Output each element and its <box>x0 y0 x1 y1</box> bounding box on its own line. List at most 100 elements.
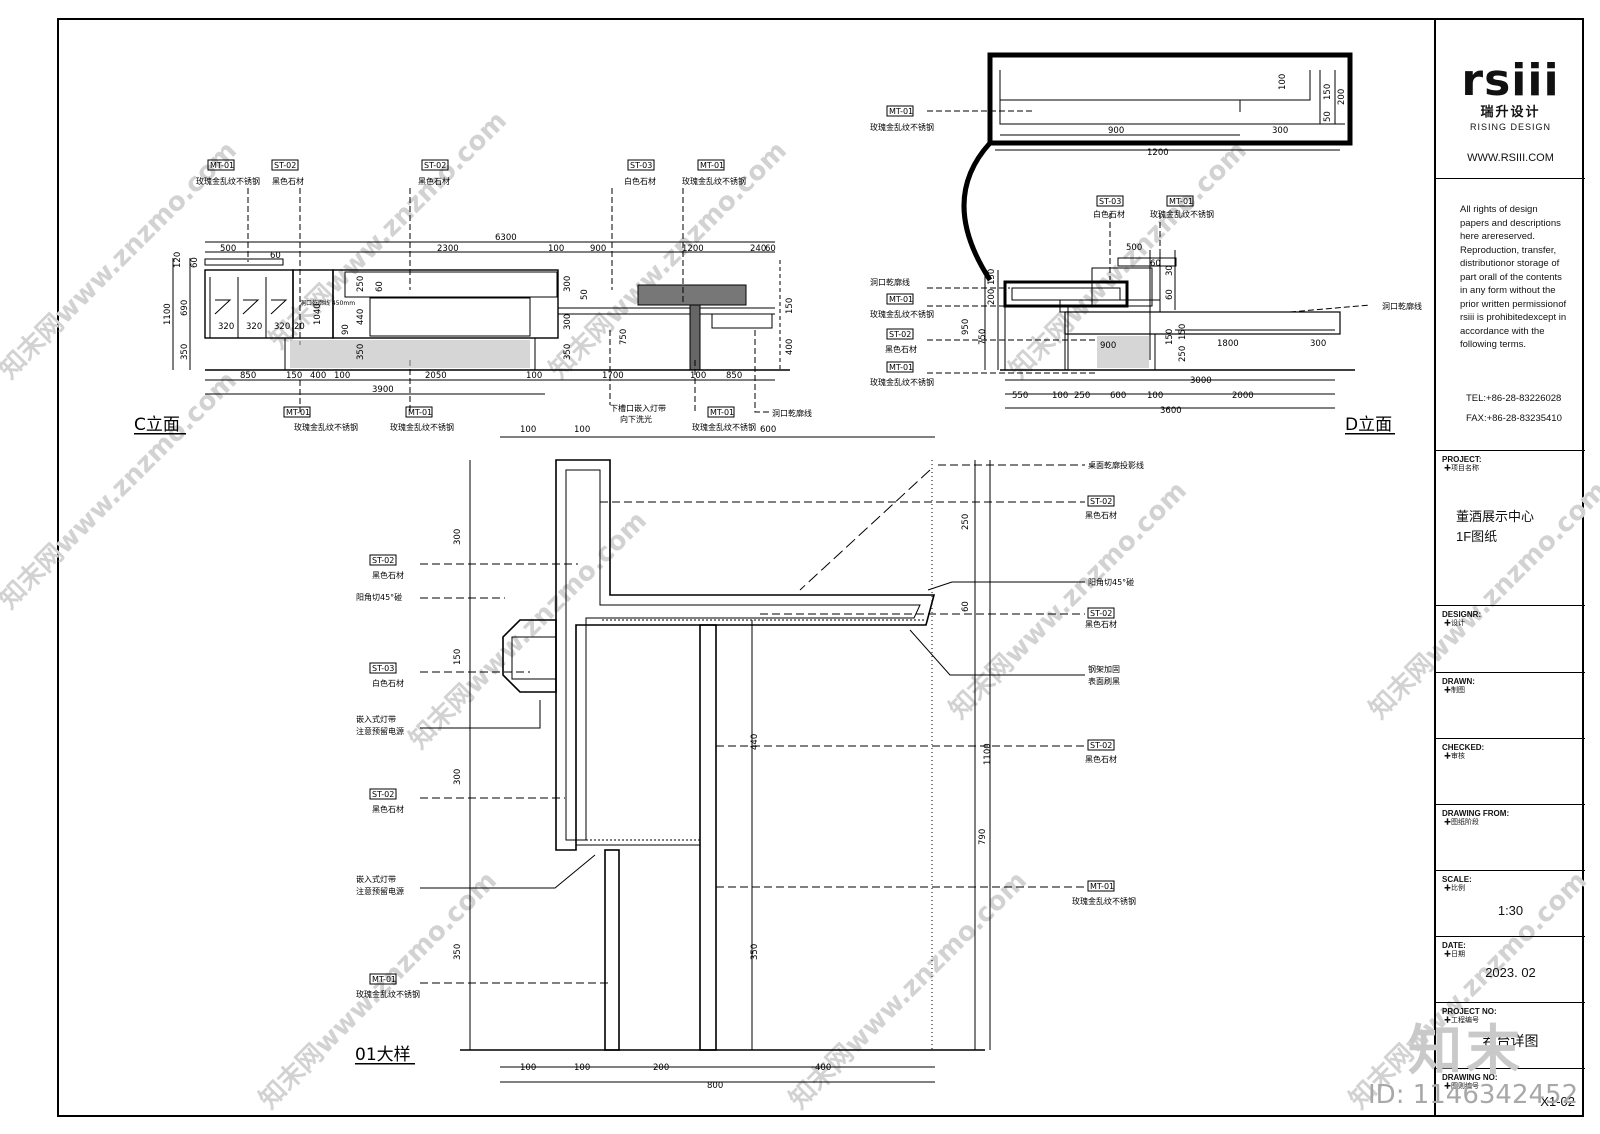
callout-code: MT-01 <box>710 408 734 417</box>
callout-code: MT-01 <box>372 975 396 984</box>
callout-text: 黑色石材 <box>1085 619 1117 629</box>
dim-text: 900 <box>1100 341 1116 351</box>
dim-text: 350 <box>180 344 190 360</box>
dim-text: 240 <box>750 244 766 254</box>
watermark-diag: 知末网www.znzmo.com <box>404 506 653 755</box>
dim-text: 320 <box>246 322 262 332</box>
dim-text: 350 <box>453 944 463 960</box>
title-block: rsiii 瑞升设计 RISING DESIGN WWW.RSIII.COM A… <box>1434 19 1585 1116</box>
rights-text: All rights of design papers and descript… <box>1460 204 1567 350</box>
watermark-diag: 知末网www.znzmo.com <box>544 136 793 385</box>
dim-text: 2300 <box>437 244 459 254</box>
dim-text: 200 <box>653 1063 669 1073</box>
project-cell: PROJECT: ✚项目名称 董酒展示中心 1F图纸 <box>1436 451 1585 606</box>
callout-text: 白色石材 <box>624 176 656 186</box>
callout-text: 黑色石材 <box>1085 510 1117 520</box>
callout-code: MT-01 <box>889 363 913 372</box>
callout-text: 黑色石材 <box>372 570 404 580</box>
d-elevation: D立面 900 300 1200 100 150 200 50 550 100 … <box>870 52 1422 435</box>
dim-text: 300 <box>563 276 573 292</box>
callout-code: MT-01 <box>889 295 913 304</box>
dim-text: 850 <box>240 371 256 381</box>
dim-text: 100 <box>520 1063 536 1073</box>
project-no-sub: ✚工程编号 <box>1444 1017 1479 1024</box>
dim-text: 500 <box>220 244 236 254</box>
tel: TEL:+86-28-83226028 <box>1466 393 1562 404</box>
dim-text: 100 <box>690 371 706 381</box>
callout-code: MT-01 <box>1169 197 1193 206</box>
diagonal-watermarks: 知末网www.znzmo.com 知末网www.znzmo.com 知末网www… <box>0 106 1600 1115</box>
dim-text: 90 <box>341 324 351 335</box>
dim-text: 1200 <box>682 244 704 254</box>
contact-info: TEL:+86-28-83226028 FAX:+86-28-83235410 <box>1466 389 1562 429</box>
dim-text: 300 <box>1310 339 1326 349</box>
dim-text: 250 <box>1178 346 1188 362</box>
dim-text: 3900 <box>372 385 394 395</box>
callout-text: 玫瑰金乱纹不锈钢 <box>356 989 420 999</box>
watermark-diag: 知末网www.znzmo.com <box>264 106 513 355</box>
callout-code: ST-02 <box>1090 497 1112 506</box>
callout-text: 玫瑰金乱纹不锈钢 <box>870 122 934 132</box>
dim-text: 300 <box>563 314 573 330</box>
dim-text: 100 <box>334 371 350 381</box>
callout-text: 钢架加固 <box>1088 664 1120 674</box>
callout-text: 黑色石材 <box>1085 754 1117 764</box>
dim-text: 350 <box>563 344 573 360</box>
callout-text: 黑色石材 <box>418 176 450 186</box>
drawing-from-sub: ✚图纸阶段 <box>1444 819 1479 826</box>
callout-code: ST-02 <box>1090 609 1112 618</box>
dim-text: 1200 <box>1147 148 1169 158</box>
callout-text: 玫瑰金乱纹不锈钢 <box>1150 209 1214 219</box>
callout-text: 注意预留电源 <box>356 726 404 736</box>
dim-text: 500 <box>1126 243 1142 253</box>
dim-text: 2050 <box>425 371 447 381</box>
designer-sub: ✚设计 <box>1444 620 1465 627</box>
dim-text: 100 <box>574 425 590 435</box>
dim-text: 100 <box>1052 391 1068 401</box>
dim-text: 600 <box>760 425 776 435</box>
callout-text: 嵌入式灯带 <box>356 874 396 884</box>
logo-block: rsiii 瑞升设计 RISING DESIGN WWW.RSIII.COM <box>1436 19 1585 179</box>
project-name-2: 1F图纸 <box>1456 529 1498 544</box>
callout-code: ST-02 <box>1090 741 1112 750</box>
brand-en: RISING DESIGN <box>1469 122 1551 132</box>
d-elevation-dims: 900 300 1200 100 150 200 50 550 100 250 … <box>961 74 1347 416</box>
dim-text: 3000 <box>1190 376 1212 386</box>
dim-text: 550 <box>1012 391 1028 401</box>
dim-text: 1100 <box>983 743 993 765</box>
checked-label: CHECKED: <box>1442 743 1485 752</box>
dim-text: 250 <box>356 276 366 292</box>
project-label: PROJECT: <box>1442 455 1482 464</box>
callout-text: 玫瑰金乱纹不锈钢 <box>196 176 260 186</box>
c-elevation-dims: 6300 500 60 2300 100 900 1200 240 60 850… <box>163 233 795 395</box>
c-elevation: C立面 6300 500 60 2300 100 900 1200 240 60… <box>134 159 812 435</box>
fax: FAX:+86-28-83235410 <box>1466 413 1562 424</box>
dim-text: 150 <box>453 649 463 665</box>
callout-text: 向下洗光 <box>620 414 652 424</box>
designer-cell: DESIGNR: ✚设计 <box>1436 606 1585 673</box>
project-name-1: 董酒展示中心 <box>1456 509 1535 524</box>
dim-text: 400 <box>310 371 326 381</box>
callout-code: ST-02 <box>274 161 296 170</box>
designer-label: DESIGNR: <box>1442 610 1482 619</box>
dim-text: 1040 <box>313 303 323 325</box>
watermark-logo: 知末 <box>1408 1019 1524 1082</box>
callout-text: 黑色石材 <box>372 804 404 814</box>
callout-text: 玫瑰金乱纹不锈钢 <box>390 422 454 432</box>
dim-text: 440 <box>356 309 366 325</box>
rights-block: All rights of design papers and descript… <box>1436 179 1585 451</box>
dim-text: 100 <box>574 1063 590 1073</box>
dim-text: 20 <box>294 322 305 332</box>
dim-text: 690 <box>180 300 190 316</box>
dim-text: 1800 <box>1217 339 1239 349</box>
c-elevation-title: C立面 <box>134 415 180 435</box>
scale-value: 1:30 <box>1497 903 1524 918</box>
dim-text: 60 <box>1150 259 1161 269</box>
drawing-from-cell: DRAWING FROM: ✚图纸阶段 <box>1436 805 1585 871</box>
drawn-sub: ✚制图 <box>1444 687 1465 694</box>
dim-text: 350 <box>356 344 366 360</box>
dim-text: 300 <box>1272 126 1288 136</box>
watermark-diag: 知末网www.znzmo.com <box>784 866 1033 1115</box>
watermark-diag: 知末网www.znzmo.com <box>944 476 1193 725</box>
watermark-diag: 知末网www.znzmo.com <box>0 366 243 615</box>
